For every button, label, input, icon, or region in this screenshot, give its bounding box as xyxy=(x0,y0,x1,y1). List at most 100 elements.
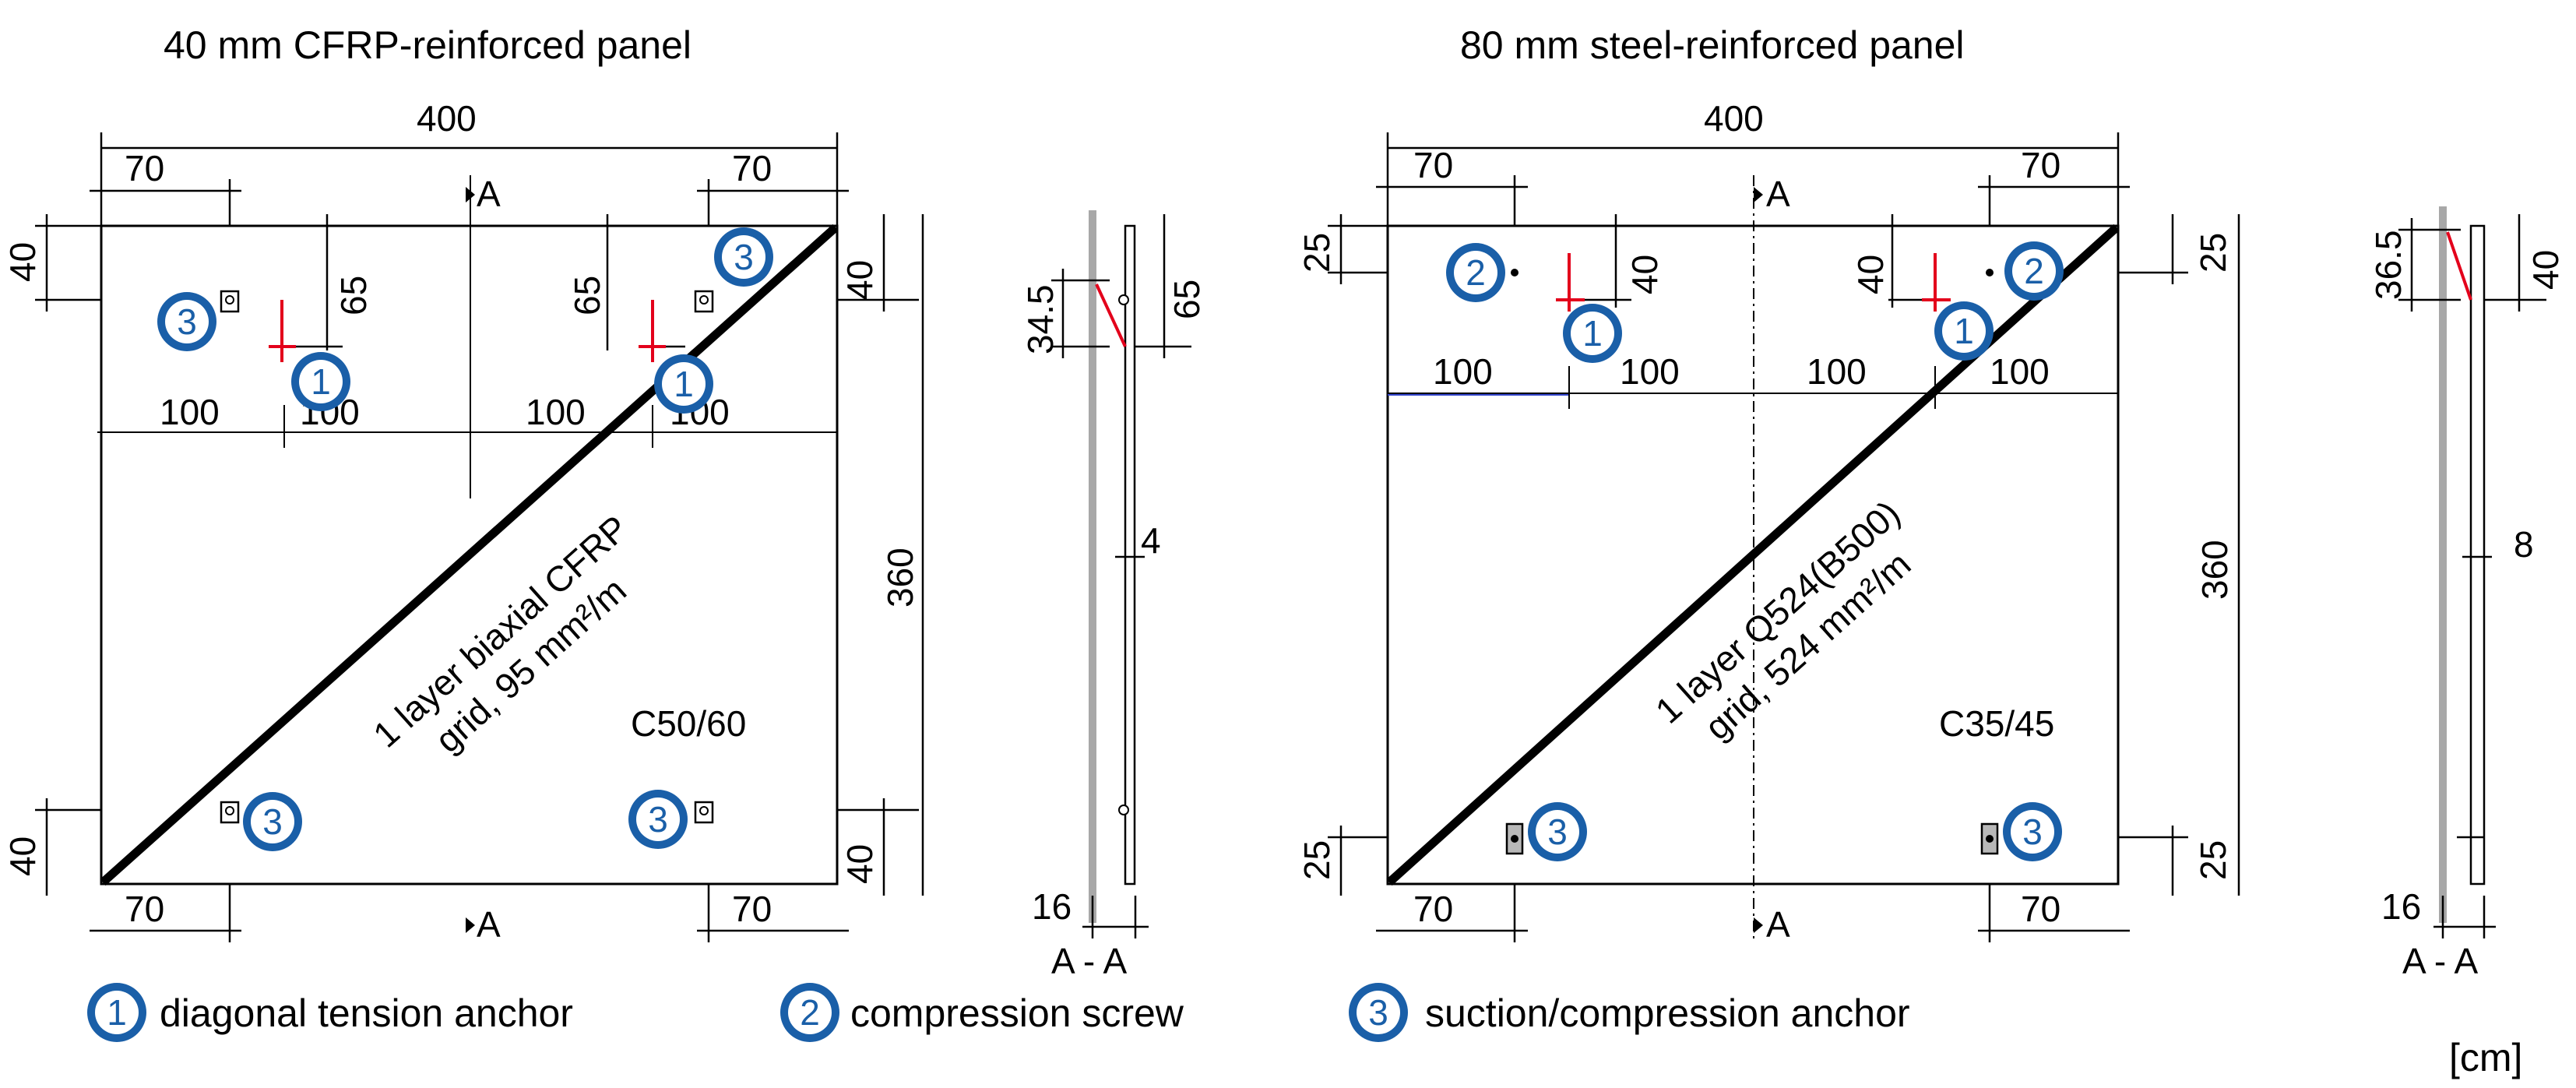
left-anchor-symbol-a xyxy=(220,290,240,313)
left-concrete-class: C50/60 xyxy=(631,703,746,744)
legend-text-2: compression screw xyxy=(850,991,1184,1035)
left-panel-title: 40 mm CFRP-reinforced panel xyxy=(164,23,692,67)
left-anchor-symbol-d xyxy=(694,801,714,824)
right-section-panel xyxy=(2469,224,2486,886)
svg-text:1: 1 xyxy=(107,992,127,1033)
svg-text:3: 3 xyxy=(1368,992,1388,1033)
left-spacing-100-c: 100 xyxy=(526,392,586,432)
left-badge-3-topleft: 3 xyxy=(157,292,216,351)
right-panel: 80 mm steel-reinforced panel 400 70 70 A… xyxy=(1297,23,2240,945)
left-edge-40-bottom-right: 40 xyxy=(839,844,880,884)
right-section-dim-bottom: 16 xyxy=(2381,886,2421,927)
left-badge-1-a: 1 xyxy=(291,352,350,411)
right-badge-3-left: 3 xyxy=(1528,802,1587,861)
svg-text:2: 2 xyxy=(1466,252,1486,293)
right-badge-2-a: 2 xyxy=(1446,243,1505,302)
right-section-dim-top: 36.5 xyxy=(2368,230,2409,300)
svg-text:3: 3 xyxy=(177,301,197,342)
unit-label: [cm] xyxy=(2449,1036,2522,1079)
right-edge-25-top-left: 25 xyxy=(1297,233,1337,273)
right-anchor-40-a: 40 xyxy=(1624,255,1665,294)
svg-text:3: 3 xyxy=(648,799,668,840)
left-badge-3-bottomleft: 3 xyxy=(243,792,302,851)
legend-item-3: 3 suction/compression anchor xyxy=(1349,983,1910,1042)
left-bottom-left-70: 70 xyxy=(125,889,164,929)
right-concrete-class: C35/45 xyxy=(1939,703,2054,744)
svg-text:3: 3 xyxy=(2022,812,2043,852)
left-anchor-symbol-b xyxy=(694,290,714,313)
right-edge-25-bottom-right: 25 xyxy=(2193,840,2233,880)
svg-text:1: 1 xyxy=(311,361,331,402)
left-edge-40-bottom-left: 40 xyxy=(2,836,43,876)
left-anchor-65-b: 65 xyxy=(567,276,607,315)
right-top-right-70: 70 xyxy=(2021,145,2060,185)
left-section-thickness: 4 xyxy=(1141,520,1161,561)
left-section-mark-bottom: A xyxy=(477,904,501,945)
left-edge-40-top-right: 40 xyxy=(839,260,880,300)
left-top-right-70: 70 xyxy=(732,148,772,188)
legend-item-2: 2 compression screw xyxy=(780,983,1184,1042)
right-spacing-100-b: 100 xyxy=(1620,351,1680,392)
left-section-dim-top: 34.5 xyxy=(1020,284,1061,354)
left-panel-outline xyxy=(100,224,839,886)
svg-text:1: 1 xyxy=(1954,311,1974,351)
left-section-dim-bottom: 16 xyxy=(1032,886,1072,927)
left-top-left-70: 70 xyxy=(125,148,164,188)
svg-text:1: 1 xyxy=(1582,313,1603,354)
right-spacing-100-a: 100 xyxy=(1433,351,1493,392)
right-badge-3-right: 3 xyxy=(2003,802,2062,861)
svg-text:3: 3 xyxy=(734,237,754,277)
right-section-mark-top: A xyxy=(1766,174,1790,214)
left-section-panel xyxy=(1124,224,1136,886)
right-section-dim-side: 40 xyxy=(2525,250,2566,290)
left-bottom-right-70: 70 xyxy=(732,889,772,929)
left-anchor-symbol-c xyxy=(220,801,240,824)
left-section-dim-side: 65 xyxy=(1167,280,1207,319)
left-anchor-65-a: 65 xyxy=(333,276,374,315)
right-rebar-diagonal xyxy=(1386,224,2120,886)
right-panel-title: 80 mm steel-reinforced panel xyxy=(1460,23,1965,67)
right-width-dim: 400 xyxy=(1704,98,1764,139)
right-anchor-40-b: 40 xyxy=(1850,255,1891,294)
svg-text:2: 2 xyxy=(800,992,820,1033)
left-rebar-diagonal xyxy=(100,224,839,886)
svg-text:2: 2 xyxy=(2024,251,2044,291)
left-edge-40-top-left: 40 xyxy=(2,242,43,282)
right-section-mark-bottom: A xyxy=(1766,904,1790,945)
svg-text:3: 3 xyxy=(1547,812,1568,852)
svg-text:1: 1 xyxy=(674,364,694,404)
right-bottom-right-70: 70 xyxy=(2021,889,2060,929)
right-bottom-left-70: 70 xyxy=(1413,889,1453,929)
right-section-label: A - A xyxy=(2402,941,2478,981)
right-screw-point-b xyxy=(1986,269,1994,276)
right-section-thickness: 8 xyxy=(2514,524,2534,565)
left-rebar-label: 1 layer biaxial CFRP grid, 95 mm²/m xyxy=(365,508,635,761)
right-badge-1-a: 1 xyxy=(1563,304,1622,363)
right-screw-point-a xyxy=(1511,269,1519,276)
left-section-mark-top: A xyxy=(477,174,501,214)
left-badge-3-topright: 3 xyxy=(714,227,773,287)
svg-text:3: 3 xyxy=(262,801,283,842)
left-panel: 40 mm CFRP-reinforced panel 400 70 70 A … xyxy=(2,23,924,945)
right-badge-1-b: 1 xyxy=(1934,301,1994,361)
right-edge-25-bottom-left: 25 xyxy=(1297,840,1337,880)
left-width-dim: 400 xyxy=(417,98,477,139)
legend: 1 diagonal tension anchor 2 compression … xyxy=(87,983,2522,1079)
right-section: 36.5 40 8 16 A - A xyxy=(2368,206,2566,981)
left-spacing-100-a: 100 xyxy=(160,392,220,432)
legend-text-3: suction/compression anchor xyxy=(1425,991,1910,1035)
right-top-left-70: 70 xyxy=(1413,145,1453,185)
left-badge-3-bottomright: 3 xyxy=(628,790,688,849)
right-spacing-100-d: 100 xyxy=(1990,351,2050,392)
right-badge-2-b: 2 xyxy=(2004,241,2064,301)
right-edge-25-top-right: 25 xyxy=(2193,233,2233,273)
right-rebar-label: 1 layer Q524(B500) grid, 524 mm²/m xyxy=(1648,492,1919,747)
left-badge-1-b: 1 xyxy=(654,354,713,414)
legend-item-1: 1 diagonal tension anchor xyxy=(87,983,573,1042)
left-height-dim: 360 xyxy=(880,548,920,607)
left-section: 34.5 65 4 16 A - A xyxy=(1020,210,1207,981)
legend-text-1: diagonal tension anchor xyxy=(160,991,573,1035)
right-spacing-100-c: 100 xyxy=(1807,351,1867,392)
left-section-label: A - A xyxy=(1051,941,1127,981)
